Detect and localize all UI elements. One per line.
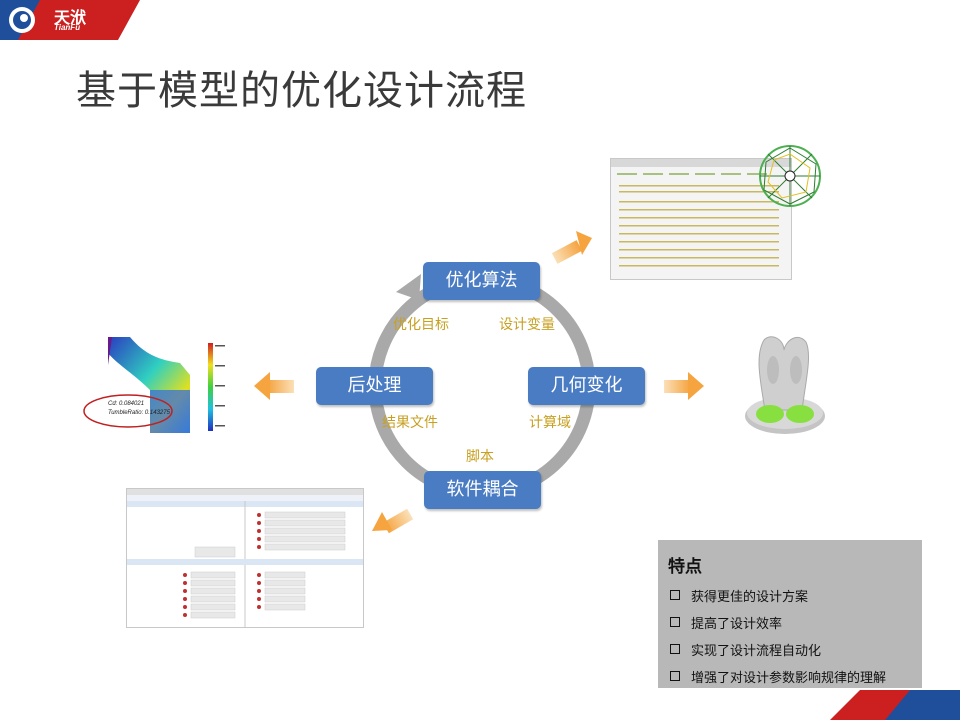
label-compute-domain: 计算域 bbox=[529, 415, 571, 431]
node-post-processing: 后处理 bbox=[316, 367, 433, 405]
logo-sub: TianFu bbox=[54, 23, 81, 32]
ring-arrowhead bbox=[396, 274, 421, 300]
logo-name: 天洑 bbox=[54, 8, 87, 27]
feature-text: 获得更佳的设计方案 bbox=[691, 590, 809, 605]
arrow-to-geometry bbox=[664, 372, 704, 400]
features-title: 特点 bbox=[668, 557, 702, 577]
parallel-plot-image bbox=[759, 145, 821, 207]
tumble-ratio-value: TumbleRatio: 0.143275 bbox=[108, 410, 170, 416]
table-thumbnail bbox=[611, 159, 791, 267]
label-objective: 优化目标 bbox=[393, 317, 449, 333]
features-panel bbox=[658, 540, 922, 688]
checkbox-icon bbox=[670, 590, 680, 600]
feature-item: 提高了设计效率 bbox=[670, 613, 782, 632]
cfd-result-image bbox=[90, 335, 230, 445]
feature-text: 实现了设计流程自动化 bbox=[691, 644, 822, 659]
coupling-gui-image bbox=[126, 488, 364, 628]
cfd-contour bbox=[108, 337, 225, 433]
arrow-to-table bbox=[551, 231, 592, 264]
label-script: 脚本 bbox=[466, 449, 494, 465]
gui-thumbnail bbox=[127, 489, 363, 627]
feature-item: 获得更佳的设计方案 bbox=[670, 586, 808, 605]
feature-item: 实现了设计流程自动化 bbox=[670, 640, 821, 659]
node-software-coupling: 软件耦合 bbox=[424, 471, 541, 509]
arrow-to-gui bbox=[372, 508, 414, 534]
logo-banner bbox=[0, 0, 140, 40]
result-highlight-ellipse bbox=[83, 394, 173, 428]
checkbox-icon bbox=[670, 617, 680, 627]
node-optimization-algorithm: 优化算法 bbox=[423, 262, 540, 300]
page-title: 基于模型的优化设计流程 bbox=[76, 68, 527, 114]
label-design-variables: 设计变量 bbox=[499, 317, 555, 333]
feature-text: 提高了设计效率 bbox=[691, 617, 783, 632]
corner-decoration bbox=[830, 690, 960, 720]
node-geometry-change: 几何变化 bbox=[528, 367, 645, 405]
label-result-file: 结果文件 bbox=[382, 415, 438, 431]
arrow-to-cfd bbox=[254, 372, 294, 400]
cd-value: Cd: 0.084021 bbox=[108, 401, 145, 407]
checkbox-icon bbox=[670, 644, 680, 654]
optimization-table-image bbox=[610, 158, 792, 280]
geometry-model-image bbox=[745, 336, 825, 434]
feature-text: 增强了对设计参数影响规律的理解 bbox=[691, 671, 887, 686]
feature-item: 增强了对设计参数影响规律的理解 bbox=[670, 667, 886, 686]
checkbox-icon bbox=[670, 671, 680, 681]
